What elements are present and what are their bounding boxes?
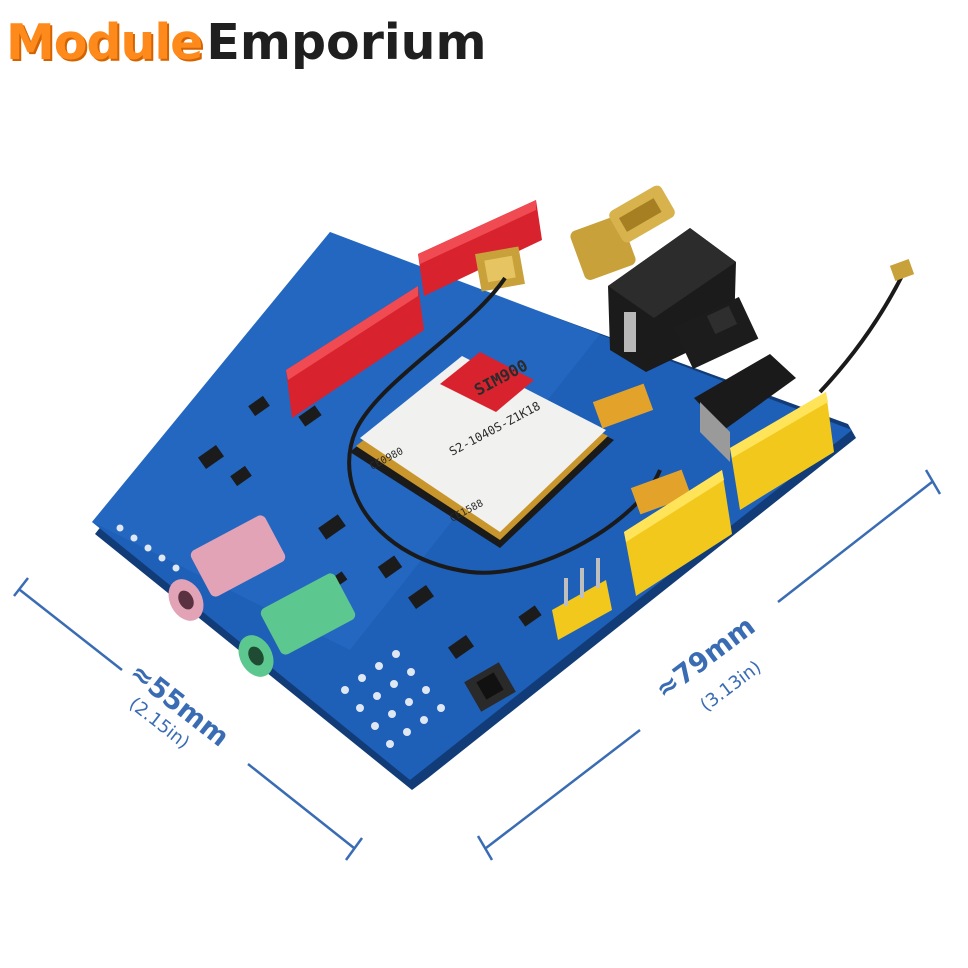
pin-header — [552, 558, 612, 640]
width-dimension-line — [13, 577, 364, 861]
red-header-right — [418, 200, 542, 296]
length-dimension-line — [476, 469, 942, 861]
sim900-module: SIM900 S2-1040S-Z1K18 CE0980 CE1588 — [350, 352, 614, 548]
antenna-cable — [347, 276, 662, 575]
antenna-cable-external — [818, 271, 906, 394]
red-header-left — [286, 286, 424, 418]
yellow-header-front — [624, 470, 732, 596]
audio-jack-pink — [168, 515, 286, 621]
voltage-regulator — [694, 354, 796, 462]
brand-word-emporium: Emporium — [206, 14, 487, 71]
ufl-connector-end — [889, 259, 915, 281]
push-button — [464, 662, 516, 712]
tantalum-capacitor — [592, 383, 654, 429]
pad-grid — [116, 524, 445, 748]
jumper-connector — [475, 246, 525, 292]
sma-connector — [570, 185, 675, 280]
slide-switch — [673, 296, 759, 370]
tantalum-capacitor — [630, 469, 692, 515]
brand-word-module: Module — [6, 14, 203, 71]
yellow-header-back — [730, 392, 834, 510]
brand-logo: ModuleEmporium — [6, 10, 487, 76]
audio-jack-green — [238, 573, 356, 677]
